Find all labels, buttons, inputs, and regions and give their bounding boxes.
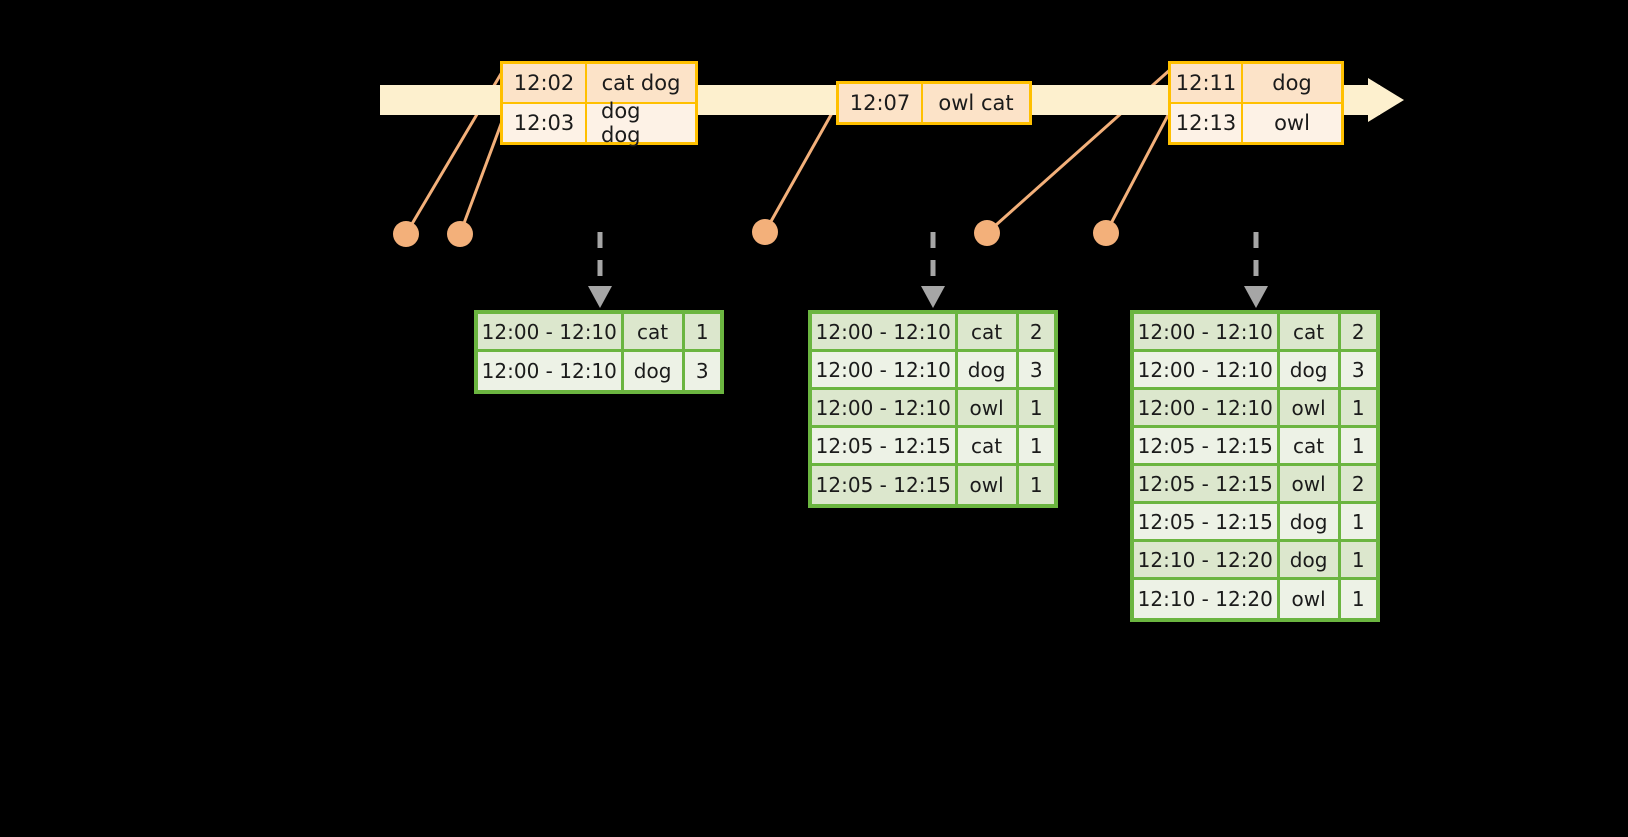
event-words: cat dog xyxy=(601,71,681,95)
word-cell: owl xyxy=(958,390,1019,425)
word-cell: dog xyxy=(624,352,685,390)
word-cell: owl xyxy=(1280,580,1341,618)
event-time: 12:02 xyxy=(503,64,587,102)
connector-line-5 xyxy=(1104,99,1178,234)
dash-arrow-3-head-icon xyxy=(1244,286,1268,308)
event-words: owl xyxy=(1274,111,1310,135)
event-row: 12:03 dog dog xyxy=(503,99,695,147)
window-cell: 12:00 - 12:10 xyxy=(812,390,958,425)
window-cell: 12:10 - 12:20 xyxy=(1134,580,1280,618)
event-words: owl cat xyxy=(938,91,1014,115)
word-cell: dog xyxy=(958,352,1019,387)
event-row: 12:13 owl xyxy=(1171,102,1341,142)
count-cell: 1 xyxy=(1029,473,1043,497)
event-box-2[interactable]: 12:07 owl cat xyxy=(836,81,1032,125)
connector-dots xyxy=(393,219,1119,247)
count-cell: 1 xyxy=(695,319,709,344)
event-time: 12:07 xyxy=(839,84,923,122)
word-cell: cat xyxy=(624,314,685,349)
count-cell: 1 xyxy=(1029,433,1043,458)
count-cell: 3 xyxy=(1029,357,1043,382)
word-cell: owl xyxy=(1280,466,1341,501)
count-cell: 1 xyxy=(1029,395,1043,420)
count-cell: 3 xyxy=(1351,357,1365,382)
window-cell: 12:10 - 12:20 xyxy=(1134,542,1280,577)
word-cell: owl xyxy=(958,466,1019,504)
event-time: 12:03 xyxy=(503,104,587,142)
timeline-arrowhead-icon xyxy=(1368,78,1404,122)
connector-dot-3 xyxy=(752,219,778,245)
window-cell: 12:00 - 12:10 xyxy=(1134,314,1280,349)
window-cell: 12:00 - 12:10 xyxy=(1134,352,1280,387)
count-cell: 2 xyxy=(1351,471,1365,496)
window-cell: 12:00 - 12:10 xyxy=(812,352,958,387)
event-box-1[interactable]: 12:02 cat dog 12:03 dog dog xyxy=(500,61,698,147)
window-cell: 12:00 - 12:10 xyxy=(478,314,624,349)
count-cell: 1 xyxy=(1351,587,1365,611)
word-cell: dog xyxy=(1280,504,1341,539)
window-cell: 12:05 - 12:15 xyxy=(1134,504,1280,539)
count-cell: 1 xyxy=(1351,395,1365,420)
word-cell: dog xyxy=(1280,352,1341,387)
word-cell: owl xyxy=(1280,390,1341,425)
dash-arrow-1-head-icon xyxy=(588,286,612,308)
event-words: dog xyxy=(1272,71,1312,95)
count-cell: 1 xyxy=(1351,509,1365,534)
window-cell: 12:00 - 12:10 xyxy=(812,314,958,349)
word-cell: cat xyxy=(1280,428,1341,463)
window-cell: 12:05 - 12:15 xyxy=(1134,428,1280,463)
event-time: 12:13 xyxy=(1171,104,1243,142)
count-cell: 2 xyxy=(1029,319,1043,344)
window-cell: 12:05 - 12:15 xyxy=(812,428,958,463)
event-row: 12:07 owl cat xyxy=(839,84,1029,122)
count-cell: 1 xyxy=(1351,547,1365,572)
word-cell: cat xyxy=(958,314,1019,349)
connector-dot-1 xyxy=(393,221,419,247)
word-cell: cat xyxy=(1280,314,1341,349)
dash-arrow-2-head-icon xyxy=(921,286,945,308)
connector-dot-4 xyxy=(974,220,1000,246)
dash-arrows xyxy=(588,232,1268,308)
event-row: 12:11 dog xyxy=(1171,64,1341,102)
word-cell: dog xyxy=(1280,542,1341,577)
count-cell: 2 xyxy=(1351,319,1365,344)
event-box-3[interactable]: 12:11 dog 12:13 owl xyxy=(1168,61,1344,145)
window-cell: 12:05 - 12:15 xyxy=(1134,466,1280,501)
event-row: 12:02 cat dog xyxy=(503,64,695,102)
event-time: 12:11 xyxy=(1171,64,1243,102)
event-words: dog dog xyxy=(601,99,641,147)
word-cell: cat xyxy=(958,428,1019,463)
connector-dot-5 xyxy=(1093,220,1119,246)
window-cell: 12:00 - 12:10 xyxy=(478,352,624,390)
connector-dot-2 xyxy=(447,221,473,247)
window-cell: 12:05 - 12:15 xyxy=(812,466,958,504)
count-cell: 3 xyxy=(695,359,709,383)
count-cell: 1 xyxy=(1351,433,1365,458)
window-cell: 12:00 - 12:10 xyxy=(1134,390,1280,425)
